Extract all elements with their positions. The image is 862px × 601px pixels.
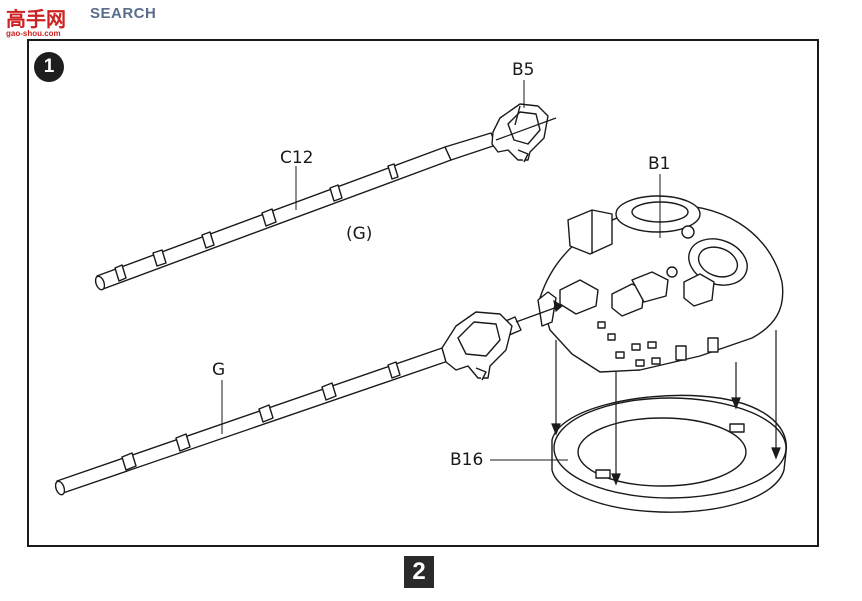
turret-ring-b16: [551, 394, 787, 513]
watermark-url: gao-shou.com: [6, 29, 61, 38]
mantlet-g: [441, 311, 513, 381]
label-b16: B16: [450, 450, 484, 470]
label-b5: B5: [512, 60, 535, 80]
watermark-text: SEARCH: [90, 5, 157, 22]
next-step-badge: 2: [404, 556, 434, 588]
step-frame: [27, 39, 819, 547]
label-g-paren: (G): [346, 224, 373, 244]
label-g: G: [212, 360, 226, 380]
turret-b1: [537, 195, 784, 373]
barrel-c12: [94, 132, 497, 291]
svg-text:高手网: 高手网: [6, 7, 66, 31]
assembly-arrows: [495, 117, 781, 486]
watermark-logo-icon: 高手网: [4, 6, 90, 31]
leader-lines: [221, 80, 661, 461]
label-b1: B1: [648, 154, 671, 174]
step-number-badge: 1: [34, 52, 64, 82]
mantlet-b5: [491, 103, 549, 163]
label-c12: C12: [280, 148, 314, 168]
